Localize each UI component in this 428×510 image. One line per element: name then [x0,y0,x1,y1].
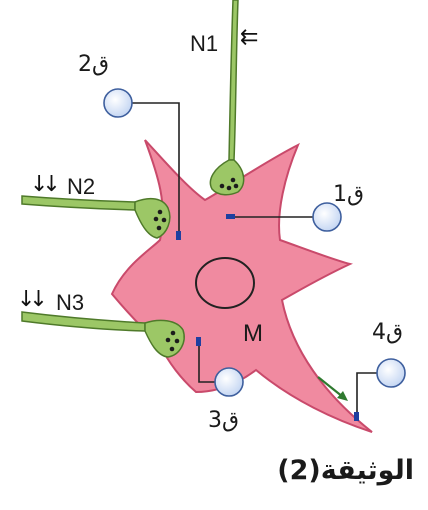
electrode-2-label: ق2 [78,54,109,76]
electrode-4-tip [354,412,359,421]
vesicle [220,184,225,189]
electrode-2-icon [104,89,132,117]
vesicle [157,226,162,231]
cell-m-label: M [243,322,263,346]
vesicle [170,347,175,352]
n1-stimulus-arrows: ⇇ [240,27,252,49]
vesicle [227,186,232,191]
n3-stimulus-arrows: ↓↓ [17,289,42,311]
vesicle [175,339,180,344]
vesicle [234,184,239,189]
electrode-4-wire [357,373,377,415]
electrode-3-tip [196,337,201,346]
n1-axon [229,0,238,160]
electrode-1-label: ق1 [333,184,364,206]
electrode-4-label: ق4 [372,322,403,344]
vesicle [162,218,167,223]
n2-stimulus-arrows: ↓↓ [30,174,55,196]
electrode-1-icon [313,203,341,231]
vesicle [158,210,163,215]
vesicle [171,331,176,336]
vesicle [231,178,236,183]
n3-synaptic-terminal [145,320,184,357]
n2-label: N2 [67,176,95,198]
electrode-3-icon [215,368,243,396]
electrode-1-tip [226,214,235,219]
document-caption: الوثيقة(2) [277,455,414,486]
electrode-2-tip [176,231,181,240]
nucleus [196,258,254,308]
vesicle [154,217,159,222]
n1-label: N1 [190,33,218,55]
vesicle [166,338,171,343]
electrode-3-label: ق3 [208,410,239,432]
electrode-4-icon [377,359,405,387]
n3-label: N3 [56,292,84,314]
n1-synaptic-terminal [210,160,243,195]
